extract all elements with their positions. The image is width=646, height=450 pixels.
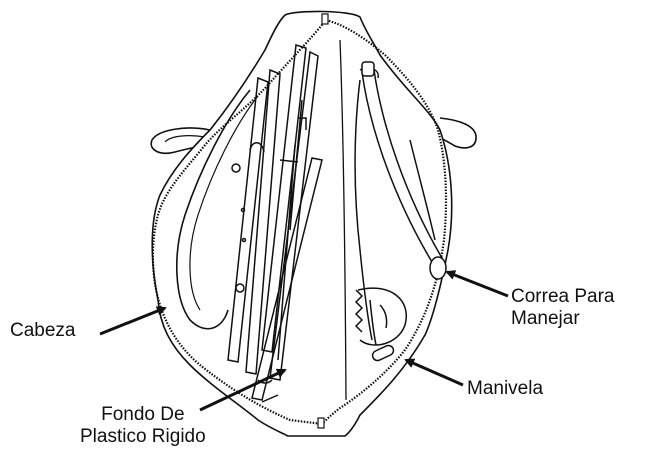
label-fondo-line1: Fondo De <box>80 404 206 426</box>
label-fondo-line2: Plastico Rigido <box>80 426 206 448</box>
label-fondo-de-plastico-rigido: Fondo De Plastico Rigido <box>80 404 206 448</box>
bag-outline <box>152 11 451 436</box>
zipper-pull-bottom <box>318 418 324 428</box>
label-cabeza: Cabeza <box>10 320 76 342</box>
label-correa-para-manejar: Correa Para Manejar <box>511 286 615 330</box>
zipper-pull-top <box>322 14 328 24</box>
arrow-cabeza <box>100 308 165 334</box>
label-manivela: Manivela <box>467 378 543 400</box>
label-correa-line1: Correa Para <box>511 286 615 308</box>
arrow-correa <box>447 272 508 296</box>
arrow-manivela <box>406 360 463 385</box>
label-correa-line2: Manejar <box>511 308 615 330</box>
